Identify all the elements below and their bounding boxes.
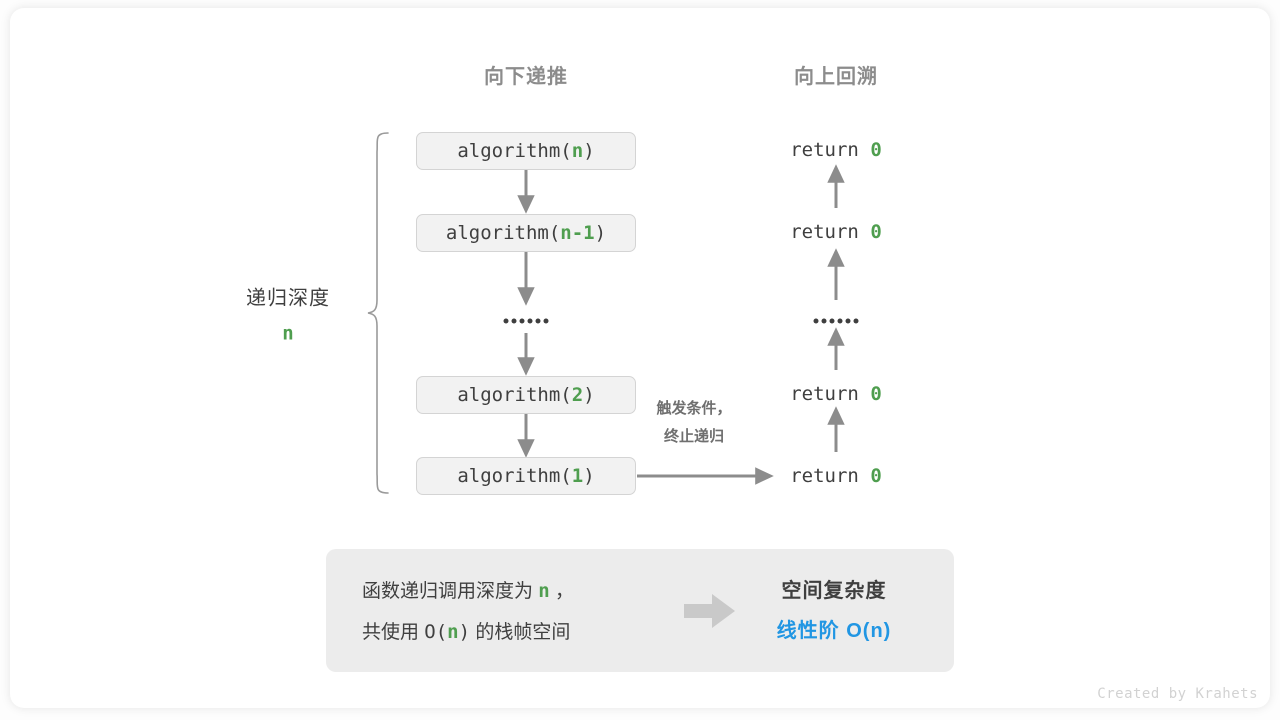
summary-line1-text-b: ， xyxy=(549,581,575,602)
call-box-suffix: ) xyxy=(583,384,595,406)
call-box-arg: 2 xyxy=(571,384,584,406)
depth-brace xyxy=(367,132,389,494)
call-box-prefix: algorithm( xyxy=(457,465,572,487)
header-upward-backtrack: 向上回溯 xyxy=(794,66,878,88)
call-box-suffix: ) xyxy=(594,222,607,244)
summary-panel: 函数递归调用深度为 n ， 共使用 O(n) 的栈帧空间 空间复杂度 线性阶 O… xyxy=(326,549,954,672)
summary-line2-open: O( xyxy=(424,621,448,643)
return-value: 0 xyxy=(870,383,882,405)
summary-conclusion: 空间复杂度 线性阶 O(n) xyxy=(744,571,924,651)
summary-line2-text-a: 共使用 xyxy=(362,622,425,643)
call-box-n[interactable]: algorithm(n) xyxy=(416,132,636,170)
trigger-condition-note: 触发条件， 终止递归 xyxy=(656,395,731,451)
call-box-prefix: algorithm( xyxy=(445,222,561,244)
return-keyword: return xyxy=(790,465,859,487)
summary-complexity-value: 线性阶 O(n) xyxy=(776,620,892,642)
call-box-suffix: ) xyxy=(583,465,595,487)
return-statement-3: return 0 xyxy=(790,383,882,405)
summary-complexity-title: 空间复杂度 xyxy=(781,580,887,602)
return-statement-2: return 0 xyxy=(790,221,882,243)
dot xyxy=(813,318,819,324)
recursion-depth-label: 递归深度 n xyxy=(246,282,330,345)
call-box-2[interactable]: algorithm(2) xyxy=(416,376,636,414)
call-box-arg: 1 xyxy=(571,465,584,487)
ellipsis-right xyxy=(813,318,859,324)
summary-line-2: 共使用 O(n) 的栈帧空间 xyxy=(362,612,574,653)
dot xyxy=(821,318,827,324)
return-value: 0 xyxy=(870,465,882,487)
summary-line1-n: n xyxy=(538,580,550,602)
summary-line1-text-a: 函数递归调用深度为 xyxy=(362,581,539,602)
return-value: 0 xyxy=(870,139,882,161)
summary-line2-close: ) xyxy=(458,621,471,643)
return-keyword: return xyxy=(790,383,859,405)
call-box-suffix: ) xyxy=(583,140,595,162)
header-downward-recursion: 向下递推 xyxy=(484,66,568,88)
trigger-note-line2: 终止递归 xyxy=(663,428,725,445)
dot xyxy=(829,318,835,324)
dot xyxy=(845,318,851,324)
return-keyword: return xyxy=(790,221,859,243)
call-box-arg: n-1 xyxy=(560,222,595,244)
call-box-prefix: algorithm( xyxy=(457,140,572,162)
recursion-depth-value: n xyxy=(282,322,294,345)
summary-line2-text-b: 的栈帧空间 xyxy=(470,622,571,643)
call-box-arg: n xyxy=(571,140,584,162)
dot xyxy=(853,318,859,324)
call-box-prefix: algorithm( xyxy=(457,384,572,406)
return-statement-4: return 0 xyxy=(790,465,882,487)
return-statement-1: return 0 xyxy=(790,139,882,161)
credit-text: Created by Krahets xyxy=(1097,686,1258,702)
call-box-1[interactable]: algorithm(1) xyxy=(416,457,636,495)
dot xyxy=(837,318,843,324)
right-block-arrow-icon xyxy=(684,594,735,628)
dot xyxy=(535,318,541,324)
ellipsis-left xyxy=(503,318,549,324)
dot xyxy=(511,318,517,324)
dot xyxy=(503,318,509,324)
dot xyxy=(543,318,549,324)
dot xyxy=(527,318,533,324)
summary-description: 函数递归调用深度为 n ， 共使用 O(n) 的栈帧空间 xyxy=(362,571,574,653)
return-keyword: return xyxy=(790,139,859,161)
trigger-note-line1: 触发条件， xyxy=(656,400,732,417)
recursion-depth-title: 递归深度 xyxy=(246,287,330,310)
summary-line2-n: n xyxy=(447,621,459,643)
dot xyxy=(519,318,525,324)
summary-line-1: 函数递归调用深度为 n ， xyxy=(362,571,574,612)
call-box-n-minus-1[interactable]: algorithm(n-1) xyxy=(416,214,636,252)
return-value: 0 xyxy=(870,221,882,243)
